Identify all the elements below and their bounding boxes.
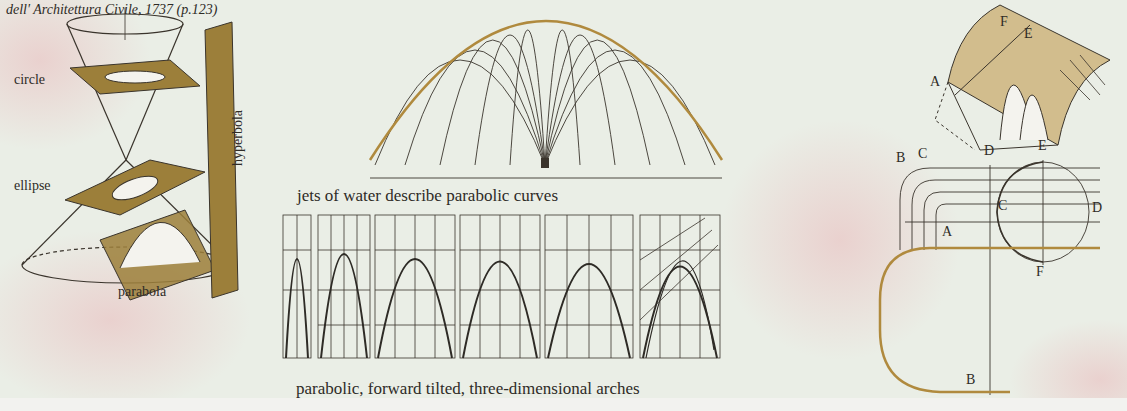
section-label: hyperbola	[230, 110, 245, 166]
source-citation: dell' Architettura Civile, 1737 (p.123)	[6, 2, 217, 17]
point-letter: D	[1092, 200, 1102, 215]
point-letter: B	[896, 150, 905, 165]
point-letter: C	[998, 198, 1007, 213]
caption-text: parabolic, forward tilted, three-dimensi…	[296, 380, 640, 399]
point-letter: F	[1036, 264, 1044, 279]
point-letter: E	[1024, 26, 1033, 41]
point-letter: D	[984, 143, 994, 158]
point-letter: F	[1000, 14, 1008, 29]
point-letter: E	[1038, 138, 1047, 153]
point-letter: A	[942, 224, 952, 239]
section-label: parabola	[118, 284, 166, 299]
caption-text: jets of water describe parabolic curves	[297, 187, 558, 206]
point-letter: C	[918, 146, 927, 161]
section-label: circle	[14, 72, 45, 87]
section-label: ellipse	[14, 178, 51, 193]
point-letter: B	[966, 372, 975, 387]
point-letter: A	[930, 74, 940, 89]
